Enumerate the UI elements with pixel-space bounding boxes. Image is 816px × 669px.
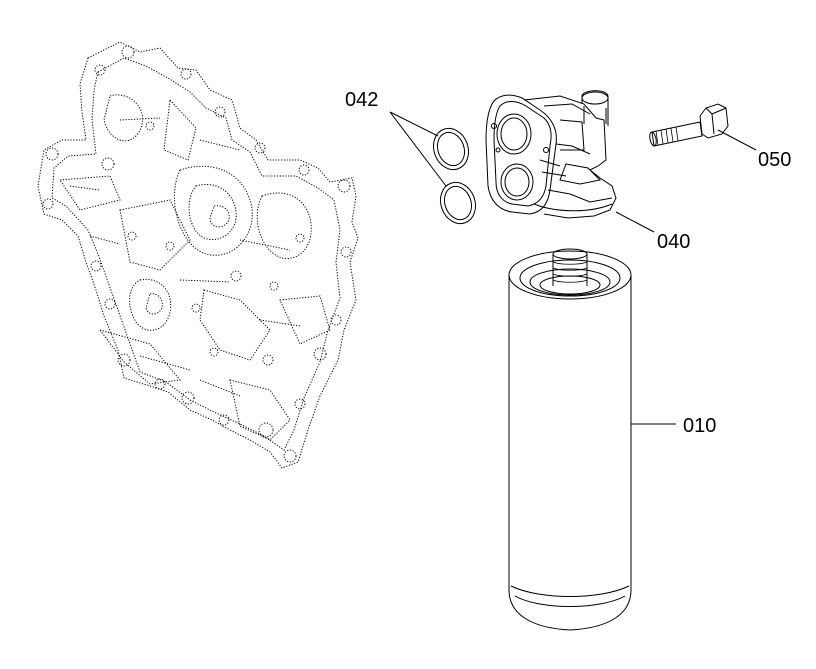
label-010: 010: [683, 415, 716, 437]
filter-cartridge: [508, 248, 632, 631]
label-040: 040: [657, 231, 690, 253]
filter-head: [485, 90, 617, 219]
label-050: 050: [758, 149, 791, 171]
leader-lines: [389, 111, 757, 425]
label-042: 042: [345, 89, 378, 111]
bolt: [649, 103, 729, 147]
o-rings: [432, 127, 477, 225]
housing-cover-plate: [37, 41, 359, 469]
